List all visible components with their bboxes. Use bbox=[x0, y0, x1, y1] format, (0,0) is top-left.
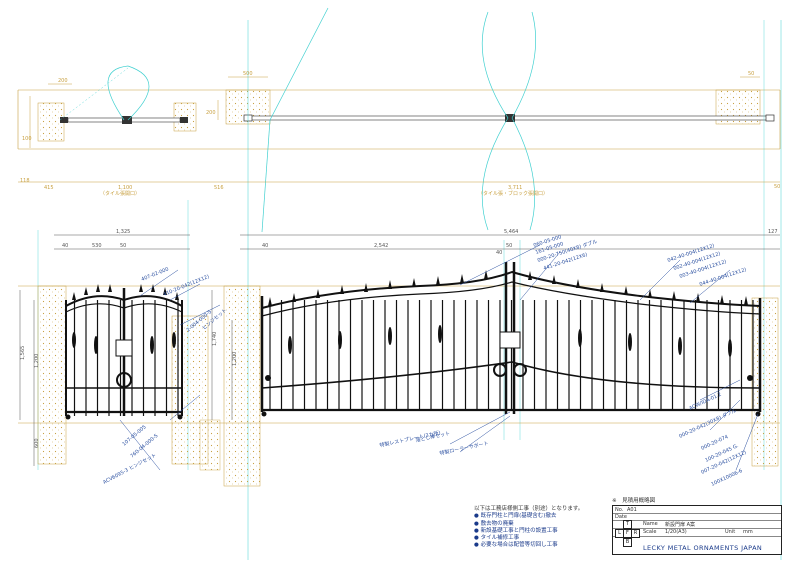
no-value: A01 bbox=[627, 507, 637, 513]
post-plan-1 bbox=[37, 102, 65, 142]
dim-3711: 3,711 bbox=[508, 185, 522, 191]
dim-1200-b: 1,200 bbox=[232, 352, 238, 366]
dim-530: 530 bbox=[92, 243, 102, 249]
projection-mark-t: T bbox=[623, 520, 632, 529]
dim-40-a: 40 bbox=[62, 243, 68, 249]
dim-40-b: 40 bbox=[262, 243, 268, 249]
note-item: 新設基礎工事と門柱の設置工事 bbox=[474, 528, 614, 535]
unit-value: mm bbox=[743, 529, 753, 535]
dim-516: 516 bbox=[214, 185, 224, 191]
dim-1740: 1,740 bbox=[212, 332, 218, 346]
post-right-outer bbox=[223, 285, 261, 487]
dim-118: 118 bbox=[20, 178, 30, 184]
ann-left-7: ACV6095-3 ヒンジセット bbox=[102, 453, 157, 486]
name-value: 新設門扉 A案 bbox=[665, 522, 696, 528]
dim-200-vertical: 200 bbox=[206, 110, 216, 116]
ann-roller-support: 特製ローラーサポート bbox=[439, 440, 489, 457]
date-label: Date bbox=[615, 514, 627, 520]
note-item: 既存門柱と門扉(基礎含む)撤去 bbox=[474, 513, 614, 520]
title-block-heading: ※ 見積用概略図 bbox=[612, 498, 656, 504]
scale-value: 1/20(A3) bbox=[665, 529, 687, 535]
tile-open-left: （タイル張開口） bbox=[100, 190, 140, 197]
dim-1100: 1,100 bbox=[118, 185, 132, 191]
post-left-outer bbox=[37, 285, 67, 465]
dim-5464: 5,464 bbox=[504, 229, 518, 235]
dim-500: 500 bbox=[243, 71, 253, 77]
construction-notes: 以下は工務店様側工事（別途）となります。 既存門柱と門扉(基礎含む)撤去 敷去物… bbox=[474, 506, 614, 550]
ann-right-14: 100X10006-6 bbox=[710, 468, 743, 488]
dim-50-a: 50 bbox=[120, 243, 126, 249]
ann-right-10: 000-20-042(30X8) ダブル bbox=[678, 407, 738, 440]
dim-600: 600 bbox=[34, 438, 40, 448]
projection-mark-r: R bbox=[631, 529, 640, 538]
dim-1565: 1,565 bbox=[20, 346, 26, 360]
company-name: LECKY METAL ORNAMENTS JAPAN bbox=[643, 544, 763, 552]
name-label: Name bbox=[643, 521, 658, 527]
left-gate bbox=[65, 284, 183, 420]
projection-mark-b: B bbox=[623, 538, 632, 547]
dim-50-b: 50 bbox=[506, 243, 512, 249]
right-gate bbox=[260, 262, 762, 417]
dim-50-left: 50 bbox=[774, 184, 780, 190]
unit-label: Unit bbox=[725, 529, 736, 535]
dim-40-c: 40 bbox=[496, 250, 502, 256]
ann-left-1: 407-02-000 bbox=[141, 266, 170, 282]
dim-2542: 2,542 bbox=[374, 243, 388, 249]
dim-127: 127 bbox=[768, 229, 778, 235]
note-item: タイル補修工事 bbox=[474, 535, 614, 542]
dim-1200-a: 1,200 bbox=[34, 354, 40, 368]
no-label: No. bbox=[615, 507, 624, 513]
dim-200: 200 bbox=[58, 78, 68, 84]
title-block: No. A01 Date Name 新設門扉 A案 Scale 1/20(A3)… bbox=[612, 505, 782, 555]
note-item: 敷去物の廃棄 bbox=[474, 521, 614, 528]
tile-open-right: （タイル張・ブロック張開口） bbox=[478, 190, 548, 197]
dim-1325: 1,325 bbox=[116, 229, 130, 235]
plan-view bbox=[17, 7, 782, 560]
dim-100-vertical: 100 bbox=[22, 136, 32, 142]
dim-50-right: 50 bbox=[748, 71, 754, 77]
elevation-view bbox=[18, 234, 780, 487]
dim-415: 415 bbox=[44, 185, 54, 191]
note-item: 必要な場合は配管等切回し工事 bbox=[474, 542, 614, 549]
scale-label: Scale bbox=[643, 529, 657, 535]
notes-heading: 以下は工務店様側工事（別途）となります。 bbox=[474, 506, 584, 512]
